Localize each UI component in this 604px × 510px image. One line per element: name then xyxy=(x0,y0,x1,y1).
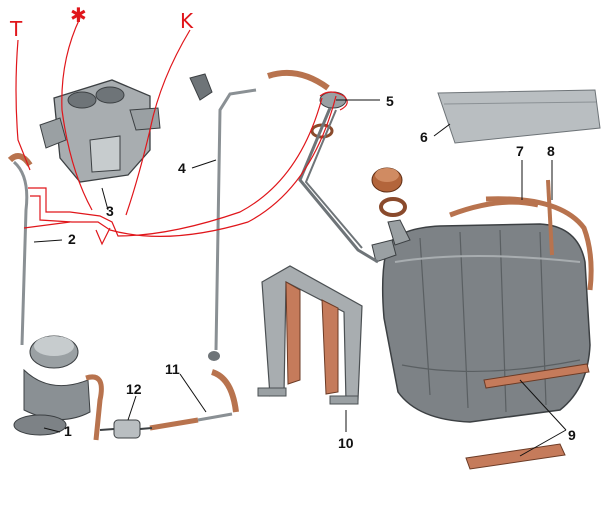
line-connector xyxy=(189,73,213,101)
fuel-sender xyxy=(267,69,379,264)
leader-lines xyxy=(33,99,567,457)
vent-hoses xyxy=(449,179,594,291)
tank-bracket xyxy=(257,265,363,405)
hand-mark-left: T xyxy=(9,17,23,41)
red-markup-lines xyxy=(15,17,348,246)
hand-mark-middle: ✱ xyxy=(70,3,87,27)
hand-mark-right: K xyxy=(180,9,194,33)
fuel-pump-icon xyxy=(13,335,104,441)
heat-shield xyxy=(437,89,601,144)
carburetor-icon xyxy=(39,79,161,183)
callout-11: 11 xyxy=(165,361,180,377)
fuel-tank-icon xyxy=(371,223,591,423)
fuel-filter-icon xyxy=(99,419,153,439)
tank-strap-lower xyxy=(465,443,566,470)
callout-4: 4 xyxy=(178,160,186,176)
callout-10: 10 xyxy=(338,435,354,451)
callout-3: 3 xyxy=(106,203,114,219)
callout-6: 6 xyxy=(420,129,428,145)
callout-5: 5 xyxy=(386,93,394,109)
callout-8: 8 xyxy=(547,143,555,159)
callout-9: 9 xyxy=(568,427,576,443)
callout-12: 12 xyxy=(126,381,142,397)
lower-hose xyxy=(149,369,239,431)
tank-strap-upper xyxy=(483,363,590,389)
filler-cap xyxy=(371,167,411,246)
callout-7: 7 xyxy=(516,143,524,159)
callout-1: 1 xyxy=(64,423,72,439)
callout-2: 2 xyxy=(68,231,76,247)
pump-hose xyxy=(7,153,33,346)
